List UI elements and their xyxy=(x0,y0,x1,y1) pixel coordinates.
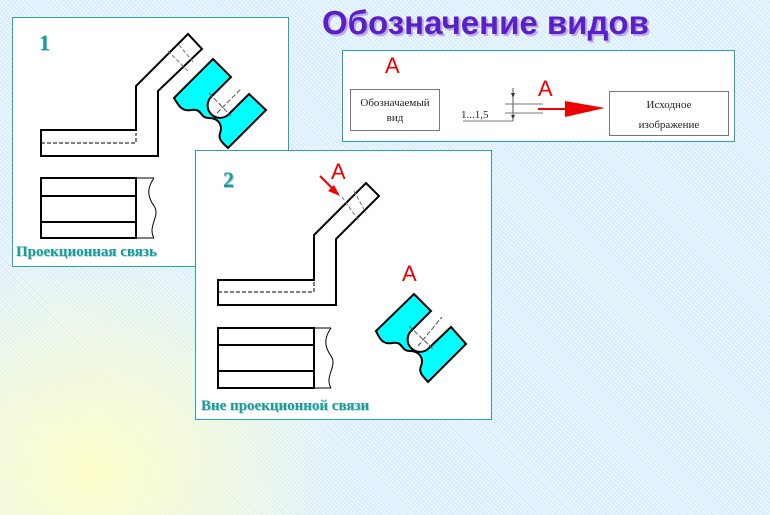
bent-part xyxy=(217,181,381,306)
view-letter: А xyxy=(402,261,417,286)
arrow-letter: А xyxy=(331,159,346,184)
drawing-1 xyxy=(40,32,268,239)
panel-out-of-projection: 2 А А Вне проекционной связи xyxy=(195,150,492,420)
arrow-size-label: 1...1,5 xyxy=(461,109,489,121)
designated-view-box: Обозначаемый вид xyxy=(350,89,440,131)
arrow-diagram xyxy=(463,88,605,122)
panel-number: 2 xyxy=(223,167,234,192)
view-a-cyan xyxy=(172,57,268,150)
arrow-letter: А xyxy=(538,76,553,101)
view-letter: А xyxy=(385,53,400,78)
drawing-2 xyxy=(217,175,468,389)
bent-part xyxy=(40,32,204,157)
arrow-head xyxy=(565,101,605,117)
legend-box: А Обозначаемый вид 1...1,5 А Исходное из… xyxy=(342,50,735,142)
panel-caption: Вне проекционной связи xyxy=(201,398,370,414)
panel-caption: Проекционная связь xyxy=(16,244,157,260)
source-image-box: Исходное изображение xyxy=(609,91,729,136)
view-a-cyan xyxy=(374,292,468,384)
bottom-view xyxy=(40,177,137,239)
panel-number: 1 xyxy=(39,30,50,55)
bottom-view xyxy=(217,327,315,389)
slide-title: Обозначение видов xyxy=(322,4,649,41)
